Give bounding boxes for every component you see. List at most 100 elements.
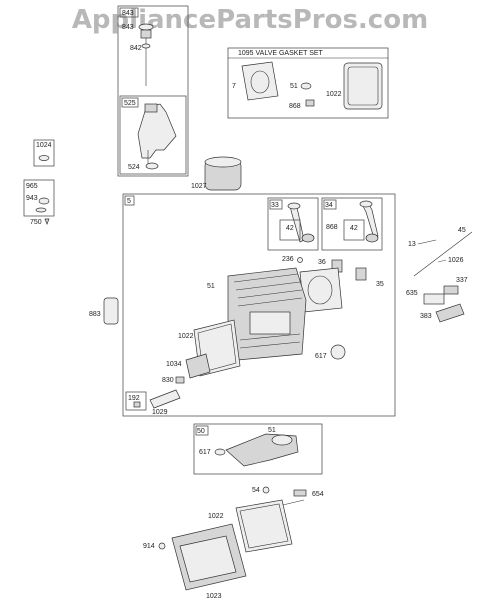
kit-965-number: 965 — [26, 183, 38, 190]
label-1022b: 1022 — [178, 333, 194, 340]
label-868b: 868 — [326, 224, 338, 231]
kit-5-number: 5 — [127, 198, 131, 205]
kit-34-number: 34 — [325, 202, 333, 209]
small-kits-group: 1024 965 943 750 — [23, 139, 55, 226]
kit-34-box — [321, 197, 383, 251]
cylinder-head-kit-box — [122, 193, 396, 417]
label-1034: 1034 — [166, 361, 182, 368]
pin-236 — [297, 257, 303, 263]
part-635 — [423, 293, 445, 305]
cylinder-head-gasket-bore — [307, 275, 333, 305]
valve-gasket-set-box — [227, 47, 389, 119]
valve-exhaust-head — [359, 200, 373, 208]
watermark: AppliancePartsPros.com — [72, 5, 428, 35]
valve-intake — [289, 203, 305, 243]
rocker-cover-group: 54 654 53 1022 914 1023 — [143, 486, 324, 600]
rocker-cover-top — [179, 535, 237, 583]
label-42b: 42 — [350, 225, 358, 232]
label-914: 914 — [143, 543, 155, 550]
kit-34-tag — [323, 199, 337, 210]
label-42a: 42 — [286, 225, 294, 232]
label-7-head-gasket: 7 — [232, 83, 236, 90]
label-236: 236 — [282, 256, 294, 263]
part-13-stud — [417, 239, 437, 245]
kit-5-tag — [124, 195, 135, 206]
screw-830 — [175, 376, 185, 384]
dipstick-kit-group: 843 843 842 525 524 — [117, 5, 189, 177]
label-524-oring: 524 — [128, 164, 140, 171]
label-830: 830 — [162, 377, 174, 384]
label-750-arrow-icon — [44, 218, 50, 225]
kit-1024-box — [33, 139, 55, 167]
spring-35 — [355, 267, 367, 281]
label-36: 36 — [318, 259, 326, 266]
cylinder-head-port — [249, 311, 291, 335]
kit-192-part — [133, 401, 141, 408]
seal-868-part — [305, 99, 315, 107]
part-654 — [293, 489, 307, 497]
breather-cover-1029 — [149, 389, 181, 409]
label-943: 943 — [26, 195, 38, 202]
valve-spring-a — [301, 233, 315, 243]
rocker-cover-gasket-inner — [347, 66, 379, 106]
kit-1024-part — [38, 155, 50, 161]
head-gasket — [241, 61, 279, 101]
left-parts-group: 883 — [89, 297, 119, 325]
label-54: 54 — [252, 487, 260, 494]
dipstick-handle — [140, 29, 152, 39]
cylinder-head-fins — [233, 273, 303, 349]
rocker-cover-gasket-c — [235, 499, 293, 553]
kit-42-box-a — [279, 219, 301, 241]
label-1023: 1023 — [206, 593, 222, 600]
tube-top — [144, 103, 158, 113]
label-337: 337 — [456, 277, 468, 284]
pushrod-45 — [413, 231, 473, 277]
part-383 — [435, 303, 465, 323]
oil-filter-top — [204, 156, 242, 168]
label-51b: 51 — [207, 283, 215, 290]
label-13: 13 — [408, 241, 416, 248]
cylinder-head-gasket — [299, 267, 343, 313]
label-35: 35 — [376, 281, 384, 288]
kit-50-box — [193, 423, 323, 475]
rocker-cover-gasket-c-inner — [239, 503, 289, 549]
cylinder-head-kit-group: 5 33 42 34 868 42 236 36 35 7 51 — [122, 193, 396, 417]
label-383: 383 — [420, 313, 432, 320]
kit-943-part — [38, 197, 50, 205]
valve-seal — [300, 82, 312, 90]
label-51-gasket: 51 — [290, 83, 298, 90]
kit-192-box — [125, 391, 147, 411]
kit-843-tag — [119, 7, 139, 18]
kit-525-tag — [121, 97, 139, 108]
kit-33-box — [267, 197, 319, 251]
dipstick-oring — [141, 43, 151, 49]
label-1026: 1026 — [448, 257, 464, 264]
tube-oring — [145, 162, 159, 170]
rocker-cover-gasket — [343, 62, 383, 110]
oil-filter-group: 1027 — [191, 156, 242, 191]
gasket-883 — [103, 297, 119, 325]
kit-525-box — [119, 95, 187, 175]
label-617b: 617 — [199, 449, 211, 456]
label-1022-rocker-gasket: 1022 — [326, 91, 342, 98]
kit-42-box-b — [343, 219, 365, 241]
label-842-dipstick: 842 — [130, 45, 142, 52]
label-750: 750 — [30, 219, 42, 226]
label-45: 45 — [458, 227, 466, 234]
oring-617b — [214, 448, 226, 456]
kit-525-number: 525 — [124, 100, 136, 107]
label-843-seal: 843 — [122, 24, 134, 31]
label-868-seal: 868 — [289, 103, 301, 110]
label-654: 654 — [312, 491, 324, 498]
label-1029: 1029 — [152, 409, 168, 416]
screw-914 — [158, 542, 166, 550]
valve-spring-b — [365, 233, 379, 243]
intake-kit-group: 50 51 617 — [193, 423, 323, 475]
kit-1024-number: 1024 — [36, 142, 52, 149]
spark-plug-337 — [443, 285, 459, 295]
kit-33-number: 33 — [271, 202, 279, 209]
dipstick-tube — [137, 103, 177, 159]
kit-192-number: 192 — [128, 395, 140, 402]
breather-1034 — [185, 353, 211, 379]
